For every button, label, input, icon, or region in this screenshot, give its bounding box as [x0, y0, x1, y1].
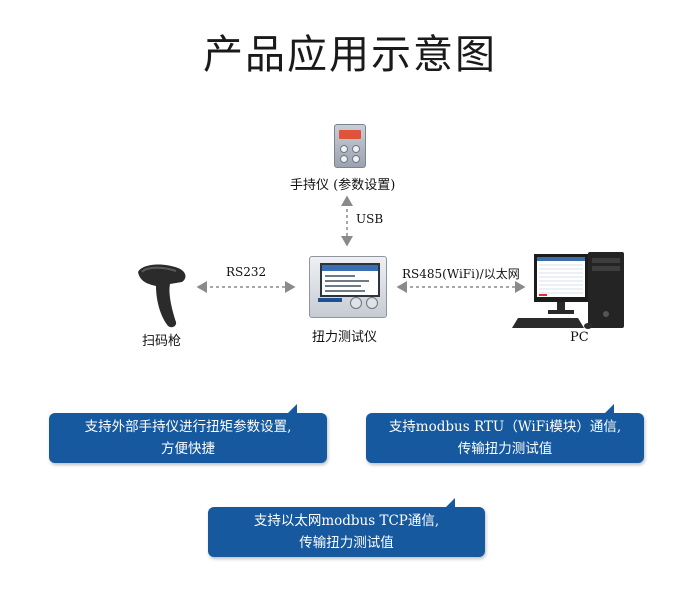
callout-modbus-tcp: 支持以太网modbus TCP通信, 传输扭力测试值: [208, 498, 485, 557]
callout-handheld-line1: 支持外部手持仪进行扭矩参数设置,: [84, 419, 292, 435]
handheld-device-image: [334, 124, 366, 168]
usb-label: USB: [356, 212, 384, 226]
pc-label: PC: [570, 330, 589, 345]
callout-modbus-rtu: 支持modbus RTU（WiFi模块）通信, 传输扭力测试值: [366, 404, 644, 463]
page-title: 产品应用示意图: [203, 32, 497, 78]
handheld-label: 手持仪 (参数设置): [290, 178, 396, 193]
pc-image: [512, 244, 630, 339]
torque-tester-image: [309, 256, 387, 318]
callout-handheld-line2: 方便快捷: [161, 441, 215, 457]
rs232-label: RS232: [226, 265, 267, 279]
barcode-scanner-image: [132, 262, 192, 330]
callout-modbus-rtu-line2: 传输扭力测试值: [457, 441, 553, 457]
callout-modbus-tcp-line1: 支持以太网modbus TCP通信,: [253, 513, 440, 529]
rs485-label: RS485(WiFi)/以太网: [402, 267, 520, 281]
scanner-label: 扫码枪: [142, 334, 182, 349]
tester-label: 扭力测试仪: [312, 330, 378, 345]
callout-modbus-rtu-line1: 支持modbus RTU（WiFi模块）通信,: [388, 419, 622, 435]
callout-handheld-setting: 支持外部手持仪进行扭矩参数设置, 方便快捷: [49, 404, 327, 463]
callout-modbus-tcp-line2: 传输扭力测试值: [299, 535, 394, 551]
